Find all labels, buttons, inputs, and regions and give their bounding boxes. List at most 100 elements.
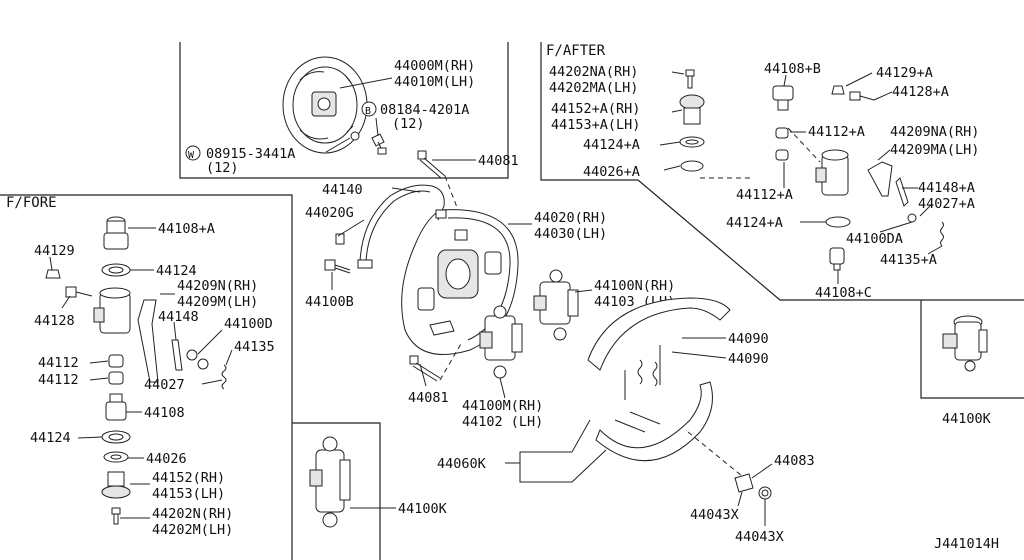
leader-a44027a xyxy=(919,203,933,217)
label-f44202m: 44202M(LH) xyxy=(152,522,233,538)
leader-44100n xyxy=(574,289,593,293)
label-44060k: 44060K xyxy=(437,456,487,472)
section-title-after: F/AFTER xyxy=(546,43,606,59)
wheel-cylinder-44100m-icon xyxy=(479,305,523,379)
leader-f44148 xyxy=(173,321,177,341)
label-a44112a-b: 44112+A xyxy=(736,187,793,203)
label-44100k-right: 44100K xyxy=(942,411,992,427)
leader-a44209na xyxy=(877,149,891,161)
label-f44129: 44129 xyxy=(34,243,75,259)
diagram-code: J441014H xyxy=(934,536,999,552)
leader-a44152a xyxy=(671,109,683,113)
backing-plate-assembly-icon xyxy=(282,56,387,155)
clip-44020g-icon xyxy=(335,233,345,245)
leader-a44026a xyxy=(663,165,681,171)
bolt-44081-top-icon xyxy=(417,150,446,179)
leader-f44124b xyxy=(77,436,103,439)
label-44083: 44083 xyxy=(774,453,815,469)
label-44010m: 44010M(LH) xyxy=(394,74,475,90)
wheel-cylinder-44100n-icon xyxy=(533,269,579,341)
label-a44135a: 44135+A xyxy=(880,252,937,268)
label-44020: 44020(RH) xyxy=(534,210,607,226)
label-f44100d: 44100D xyxy=(224,316,273,332)
leader-a44202na xyxy=(671,71,685,75)
label-f44209n: 44209N(RH) xyxy=(177,278,258,294)
leader-44060k-down xyxy=(571,449,607,483)
label-a44108b: 44108+B xyxy=(764,61,821,77)
label-f44112a: 44112 xyxy=(38,355,79,371)
label-44100k-center: 44100K xyxy=(398,501,448,517)
label-a44124ab: 44124+A xyxy=(726,215,783,231)
leader-f44100d xyxy=(197,329,223,355)
leader-44081-bottom xyxy=(419,363,427,387)
leader-44043x-a xyxy=(737,491,743,507)
label-08184-qty: (12) xyxy=(392,116,425,132)
label-f44128: 44128 xyxy=(34,313,75,329)
svg-text:W: W xyxy=(188,150,195,161)
bolt-44100b-icon xyxy=(324,259,351,274)
label-44081-top: 44081 xyxy=(478,153,519,169)
bracket-44060k xyxy=(519,451,572,483)
leader-a44135a xyxy=(927,245,943,255)
label-08915-qty: (12) xyxy=(206,160,239,176)
label-44090-b: 44090 xyxy=(728,351,769,367)
leader-44090-b xyxy=(671,351,727,359)
label-f44148: 44148 xyxy=(158,309,199,325)
label-f44153: 44153(LH) xyxy=(152,486,225,502)
leader-a44129a xyxy=(845,72,873,87)
after-exploded-parts-icon xyxy=(679,69,944,271)
leader-f44128 xyxy=(61,295,71,309)
leader-44000m xyxy=(339,77,393,89)
label-44102: 44102 (LH) xyxy=(462,414,543,430)
label-44090-a: 44090 xyxy=(728,331,769,347)
label-f44202n: 44202N(RH) xyxy=(152,506,233,522)
label-a44026a: 44026+A xyxy=(583,164,640,180)
label-a44153a: 44153+A(LH) xyxy=(551,117,640,133)
label-f44108: 44108 xyxy=(144,405,185,421)
label-44030: 44030(LH) xyxy=(534,226,607,242)
label-a44202na: 44202NA(RH) xyxy=(549,64,638,80)
leader-44083 xyxy=(751,463,773,479)
label-f44152: 44152(RH) xyxy=(152,470,225,486)
leader-08915 xyxy=(325,137,351,153)
leader-f44129 xyxy=(49,256,53,271)
dash-after-a xyxy=(787,127,821,163)
brake-shoe-lower-icon xyxy=(595,381,713,461)
fore-exploded-parts-icon xyxy=(45,216,227,525)
leader-a44100da xyxy=(879,221,913,233)
label-08915: 08915-3441A xyxy=(206,146,295,162)
label-a44202ma: 44202MA(LH) xyxy=(549,80,638,96)
label-44020g: 44020G xyxy=(305,205,354,221)
label-f44209m: 44209M(LH) xyxy=(177,294,258,310)
leader-a44124a xyxy=(659,141,681,146)
svg-text:B: B xyxy=(365,106,371,117)
leader-44100m xyxy=(499,377,506,399)
dash-44081-bottom xyxy=(439,341,463,381)
dash-44043x xyxy=(687,431,743,477)
label-a44209na: 44209NA(RH) xyxy=(890,124,979,140)
section-title-fore: F/FORE xyxy=(6,195,57,211)
label-44100m: 44100M(RH) xyxy=(462,398,543,414)
leader-44020g xyxy=(337,219,365,237)
brake-cable-icon xyxy=(357,184,447,269)
leader-f44112b xyxy=(89,377,109,381)
label-a44128a: 44128+A xyxy=(892,84,949,100)
label-f44027: 44027 xyxy=(144,377,185,393)
label-44100b: 44100B xyxy=(305,294,354,310)
adjuster-44043x-icon xyxy=(734,473,772,500)
wheel-cylinder-44100k-right-icon xyxy=(942,315,988,372)
label-a44100da: 44100DA xyxy=(846,231,903,247)
label-a44148a: 44148+A xyxy=(918,180,975,196)
label-44043x-a: 44043X xyxy=(690,507,739,523)
w-marker-icon: W xyxy=(185,145,201,161)
section-frames xyxy=(0,42,1024,560)
leader-f44135 xyxy=(225,349,233,366)
leader-44140 xyxy=(391,187,421,193)
leader-08184 xyxy=(375,117,379,137)
leader-a44128a xyxy=(873,91,893,101)
leader-a44108b xyxy=(783,74,787,87)
bolt-44081-bottom-icon xyxy=(409,355,441,382)
label-44000m: 44000M(RH) xyxy=(394,58,475,74)
wheel-cylinder-44100k-center-icon xyxy=(309,436,351,528)
